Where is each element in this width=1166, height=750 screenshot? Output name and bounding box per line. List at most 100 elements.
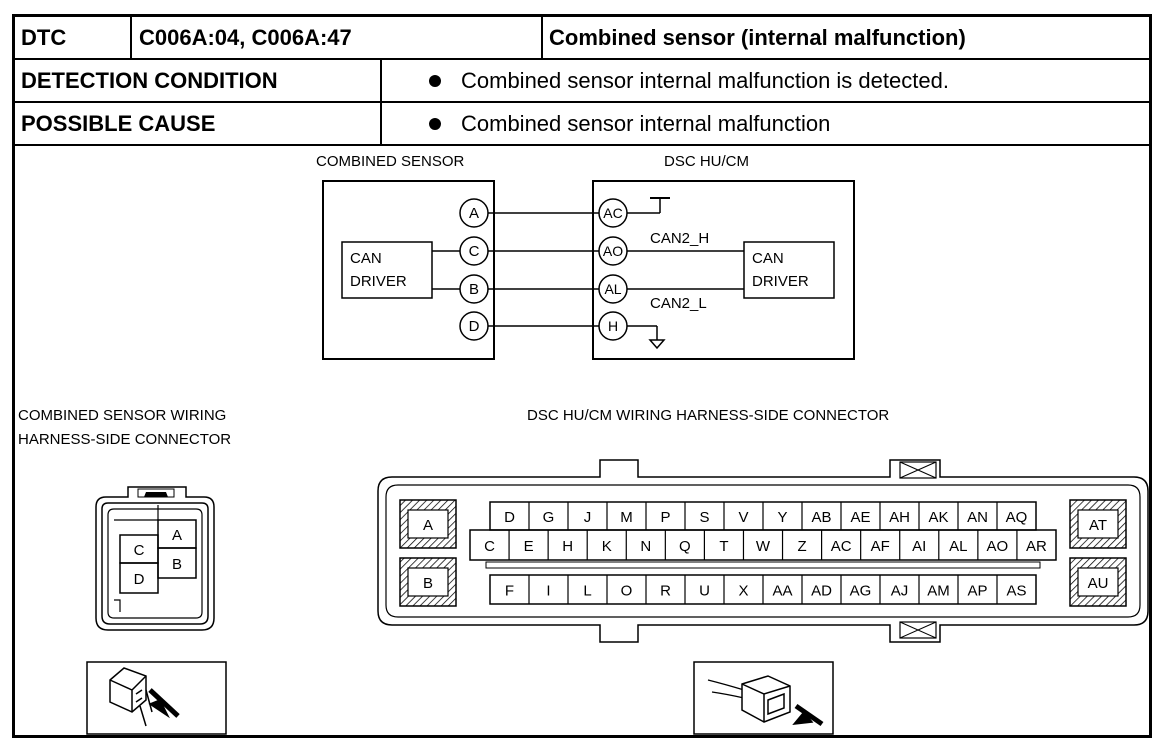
module-can-driver — [743, 241, 835, 299]
detection-text: Combined sensor internal malfunction is … — [429, 60, 949, 101]
module-grid-pin-ae: AE — [850, 509, 870, 526]
module-pin-ao: AO — [603, 243, 623, 259]
sensor-conn-pin-a: A — [172, 527, 182, 544]
sensor-driver-line1: CAN — [350, 250, 382, 267]
sensor-box — [322, 180, 495, 360]
sensor-view-icon-frame — [86, 661, 227, 735]
module-grid-pin-v: V — [738, 509, 748, 526]
cause-value: Combined sensor internal malfunction — [461, 110, 831, 136]
module-grid-pin-r: R — [660, 583, 671, 600]
module-grid-pin-am: AM — [927, 583, 950, 600]
bullet-icon — [429, 117, 441, 130]
detection-row: DETECTION CONDITION Combined sensor inte… — [15, 60, 1149, 103]
module-grid-pin-o: O — [621, 583, 633, 600]
cause-label: POSSIBLE CAUSE — [21, 110, 216, 136]
sensor-pin-circles — [459, 198, 489, 341]
module-grid-pin-w: W — [756, 538, 771, 555]
sensor-can-driver — [341, 241, 433, 299]
module-driver-line2: DRIVER — [752, 273, 809, 290]
module-box — [592, 180, 855, 360]
module-view-icon-frame — [693, 661, 834, 735]
module-grid-pin-h: H — [562, 538, 573, 555]
module-grid-pin-al: AL — [949, 538, 967, 555]
sensor-pin-b: B — [469, 281, 479, 298]
sensor-pin-d: D — [469, 318, 480, 335]
sensor-conn-pin-c: C — [134, 542, 145, 559]
module-grid-pin-s: S — [699, 509, 709, 526]
sensor-conn-pin-d: D — [134, 571, 145, 588]
module-grid-pin-j: J — [584, 509, 592, 526]
module-grid-pin-ap: AP — [967, 583, 987, 600]
module-grid-pin-ac: AC — [831, 538, 852, 555]
dtc-codes: C006A:04, C006A:47 — [139, 24, 352, 50]
module-grid-pin-c: C — [484, 538, 495, 555]
module-grid-pin-e: E — [524, 538, 534, 555]
module-grid-pin-aa: AA — [772, 583, 792, 600]
circuit-diagram: COMBINED SENSOR DSC HU/CM CAN DRIVER CAN… — [316, 153, 855, 360]
cause-text: Combined sensor internal malfunction — [429, 103, 830, 144]
module-connector: DSC HU/CM WIRING HARNESS-SIDE CONNECTOR … — [377, 407, 1149, 735]
sensor-connector-title-1: COMBINED SENSOR WIRING — [18, 407, 226, 424]
detection-value: Combined sensor internal malfunction is … — [461, 67, 949, 93]
module-grid-pin-t: T — [719, 538, 728, 555]
module-pin-labels: AC AO AL H — [603, 205, 623, 334]
sensor-conn-pin-b: B — [172, 556, 182, 573]
module-grid-pin-i: I — [546, 583, 550, 600]
module-grid-pin-ah: AH — [889, 509, 910, 526]
connector-view-icon — [707, 675, 824, 727]
module-grid-pin-ao: AO — [987, 538, 1009, 555]
module-pin-au: AU — [1088, 575, 1109, 592]
module-grid-pin-aq: AQ — [1006, 509, 1028, 526]
module-grid-pin-y: Y — [777, 509, 787, 526]
module-grid-pin-ak: AK — [928, 509, 948, 526]
module-grid-pin-ag: AG — [850, 583, 872, 600]
module-grid-pin-ad: AD — [811, 583, 832, 600]
module-grid-pin-z: Z — [797, 538, 806, 555]
module-grid-pin-an: AN — [967, 509, 988, 526]
module-pin-al: AL — [604, 281, 621, 297]
sensor-pin-d-cell — [119, 562, 159, 594]
can-high-label: CAN2_H — [650, 230, 709, 247]
module-title: DSC HU/CM — [664, 153, 749, 170]
detection-label: DETECTION CONDITION — [21, 67, 278, 93]
connector-view-icon — [109, 667, 180, 727]
module-grid-pin-u: U — [699, 583, 710, 600]
module-side-pins — [399, 499, 1127, 607]
sensor-connector-title-2: HARNESS-SIDE CONNECTOR — [18, 431, 231, 448]
cause-row: POSSIBLE CAUSE Combined sensor internal … — [15, 103, 1149, 146]
module-pin-ac: AC — [603, 205, 622, 221]
module-grid-pin-p: P — [660, 509, 670, 526]
module-grid-pin-aj: AJ — [891, 583, 909, 600]
module-grid-pin-n: N — [640, 538, 651, 555]
sensor-connector: COMBINED SENSOR WIRING HARNESS-SIDE CONN… — [18, 407, 231, 735]
module-grid-pin-ai: AI — [912, 538, 926, 555]
sensor-pin-labels: A C B D — [469, 205, 480, 335]
module-pin-h: H — [608, 318, 618, 334]
sensor-driver-line2: DRIVER — [350, 273, 407, 290]
module-driver-line1: CAN — [752, 250, 784, 267]
module-grid-pin-g: G — [543, 509, 555, 526]
sensor-pin-c: C — [469, 243, 480, 260]
can-low-label: CAN2_L — [650, 295, 707, 312]
module-grid-pin-l: L — [583, 583, 591, 600]
module-grid-pin-k: K — [602, 538, 612, 555]
dtc-sheet: DTC C006A:04, C006A:47 Combined sensor (… — [12, 14, 1152, 738]
module-pin-at: AT — [1089, 517, 1107, 534]
module-pin-a: A — [423, 517, 433, 534]
module-connector-title: DSC HU/CM WIRING HARNESS-SIDE CONNECTOR — [527, 407, 889, 424]
dtc-title: Combined sensor (internal malfunction) — [549, 24, 966, 50]
module-grid-pin-x: X — [738, 583, 748, 600]
module-grid-pin-q: Q — [679, 538, 691, 555]
module-grid-pin-f: F — [505, 583, 514, 600]
module-grid-pin-m: M — [620, 509, 633, 526]
module-grid-pin-as: AS — [1006, 583, 1026, 600]
module-grid-pin-af: AF — [871, 538, 890, 555]
sensor-pin-a: A — [469, 205, 479, 222]
bullet-icon — [429, 74, 441, 87]
module-grid-pin-ar: AR — [1026, 538, 1047, 555]
module-pin-circles — [598, 198, 628, 341]
module-grid-pin-ab: AB — [811, 509, 831, 526]
dtc-label: DTC — [21, 24, 67, 50]
